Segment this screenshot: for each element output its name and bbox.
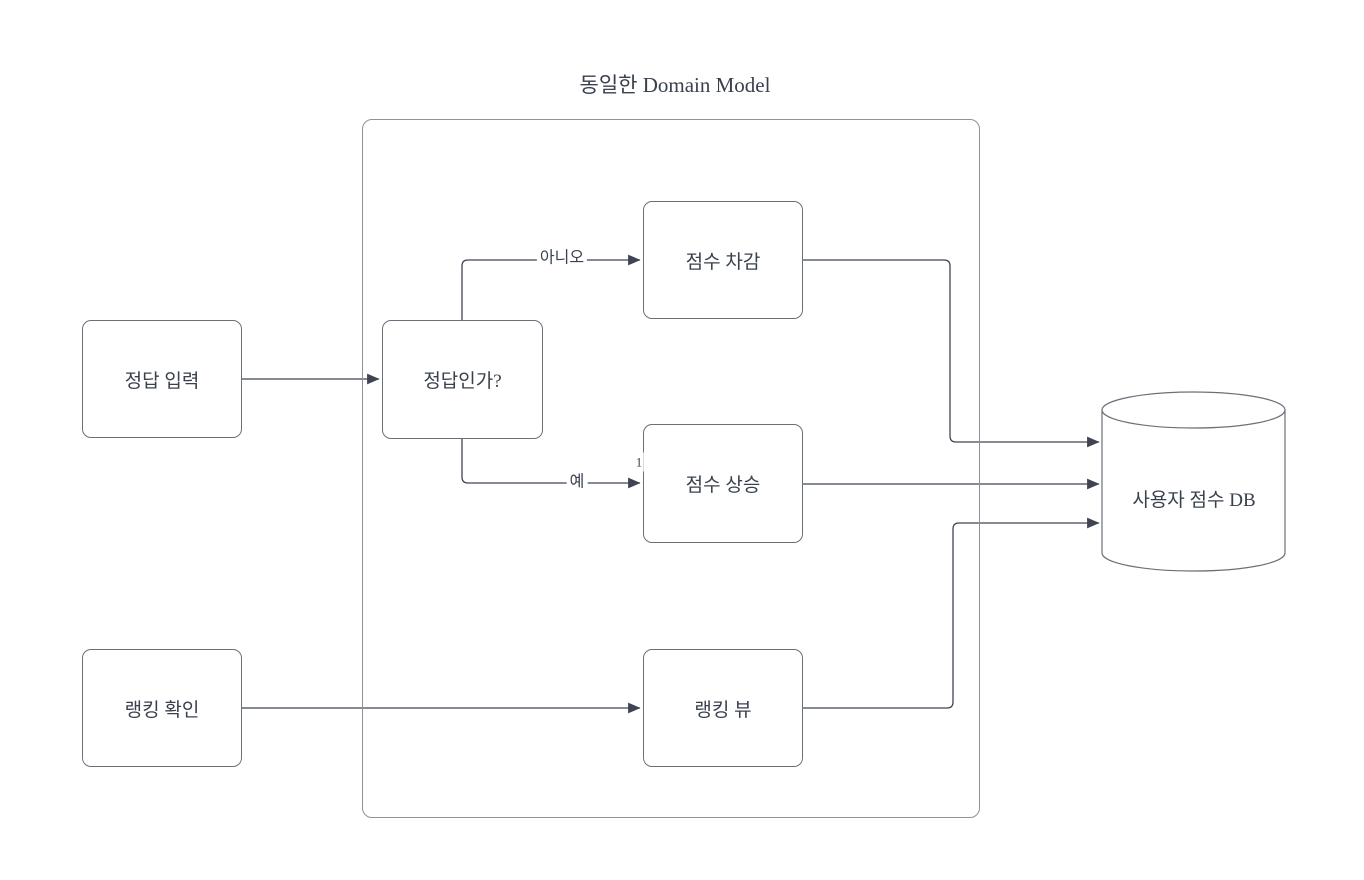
edge-no-to-deduct (461, 254, 641, 320)
node-answer-input-label: 정답 입력 (124, 370, 200, 392)
node-ranking-check: 랭킹 확인 (82, 649, 242, 767)
node-score-deduct-label: 점수 차감 (685, 251, 761, 273)
domain-model-container (362, 119, 980, 818)
edge-label-no: 아니오 (536, 248, 588, 268)
edge-deduct-to-db (803, 259, 1100, 448)
node-score-deduct: 점수 차감 (643, 201, 803, 319)
edge-yes-to-increase (461, 439, 641, 489)
node-score-increase: 점수 상승 (643, 424, 803, 543)
node-ranking-view-label: 랭킹 뷰 (694, 699, 752, 721)
node-score-increase-label: 점수 상승 (685, 475, 761, 496)
node-answer-input: 정답 입력 (82, 320, 242, 438)
node-is-correct: 정답인가? (382, 320, 543, 439)
edge-label-yes: 예 (566, 472, 588, 492)
diagram-title: 동일한 Domain Model (579, 73, 771, 97)
node-is-correct-label: 정답인가? (423, 371, 502, 392)
node-ranking-check-label: 랭킹 확인 (124, 699, 200, 721)
edge-label-one: 1 (634, 452, 644, 472)
edge-view-to-db (803, 517, 1100, 709)
database-cylinder-shape (1101, 391, 1286, 572)
node-ranking-view: 랭킹 뷰 (643, 649, 803, 767)
node-user-score-db-label: 사용자 점수 DB (1132, 490, 1256, 511)
